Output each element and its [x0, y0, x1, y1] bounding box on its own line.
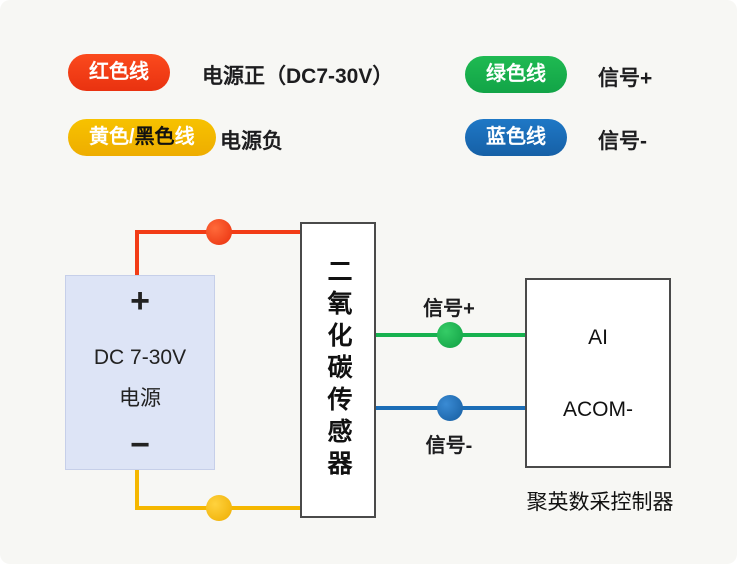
controller-acom-terminal-label: ACOM-	[563, 398, 633, 421]
red-wire-junction-dot	[206, 219, 232, 245]
controller-box: AI ACOM-	[525, 278, 671, 468]
legend-badge-blue-wire: 蓝色线	[465, 119, 567, 156]
legend-badge-black-part: 黑色	[134, 126, 175, 148]
power-minus-terminal-label: −	[130, 426, 150, 464]
legend-badge-yellow-black-wire: 黄色/黑色线	[68, 119, 216, 156]
legend-badge-red-wire: 红色线	[68, 54, 170, 91]
controller-ai-terminal-label: AI	[588, 326, 608, 349]
controller-caption: 聚英数采控制器	[526, 491, 674, 514]
legend-label-power-positive: 电源正（DC7-30V）	[202, 65, 394, 88]
power-supply-name-label: 电源	[119, 387, 161, 410]
blue-wire-junction-dot	[437, 395, 463, 421]
co2-sensor-label: 二氧化碳传感器	[324, 258, 352, 482]
power-supply-box: + DC 7-30V 电源 −	[65, 275, 215, 470]
co2-sensor-box: 二氧化碳传感器	[300, 222, 376, 518]
power-plus-terminal-label: +	[130, 282, 150, 320]
green-wire-junction-dot	[437, 322, 463, 348]
legend-badge-wire-part: 线	[174, 126, 195, 148]
red-wire-vertical	[135, 231, 139, 277]
legend-badge-green-wire: 绿色线	[465, 56, 567, 93]
legend-label-power-negative: 电源负	[220, 130, 283, 153]
signal-plus-wire-label: 信号+	[423, 298, 475, 320]
legend-label-signal-minus: 信号-	[598, 130, 647, 153]
legend-badge-yellow-part: 黄色/	[89, 126, 135, 148]
yellow-wire-vertical	[135, 468, 139, 510]
signal-minus-wire-label: 信号-	[425, 435, 473, 457]
yellow-wire-junction-dot	[206, 495, 232, 521]
power-supply-voltage-label: DC 7-30V	[93, 346, 187, 369]
legend-label-signal-plus: 信号+	[598, 67, 653, 90]
